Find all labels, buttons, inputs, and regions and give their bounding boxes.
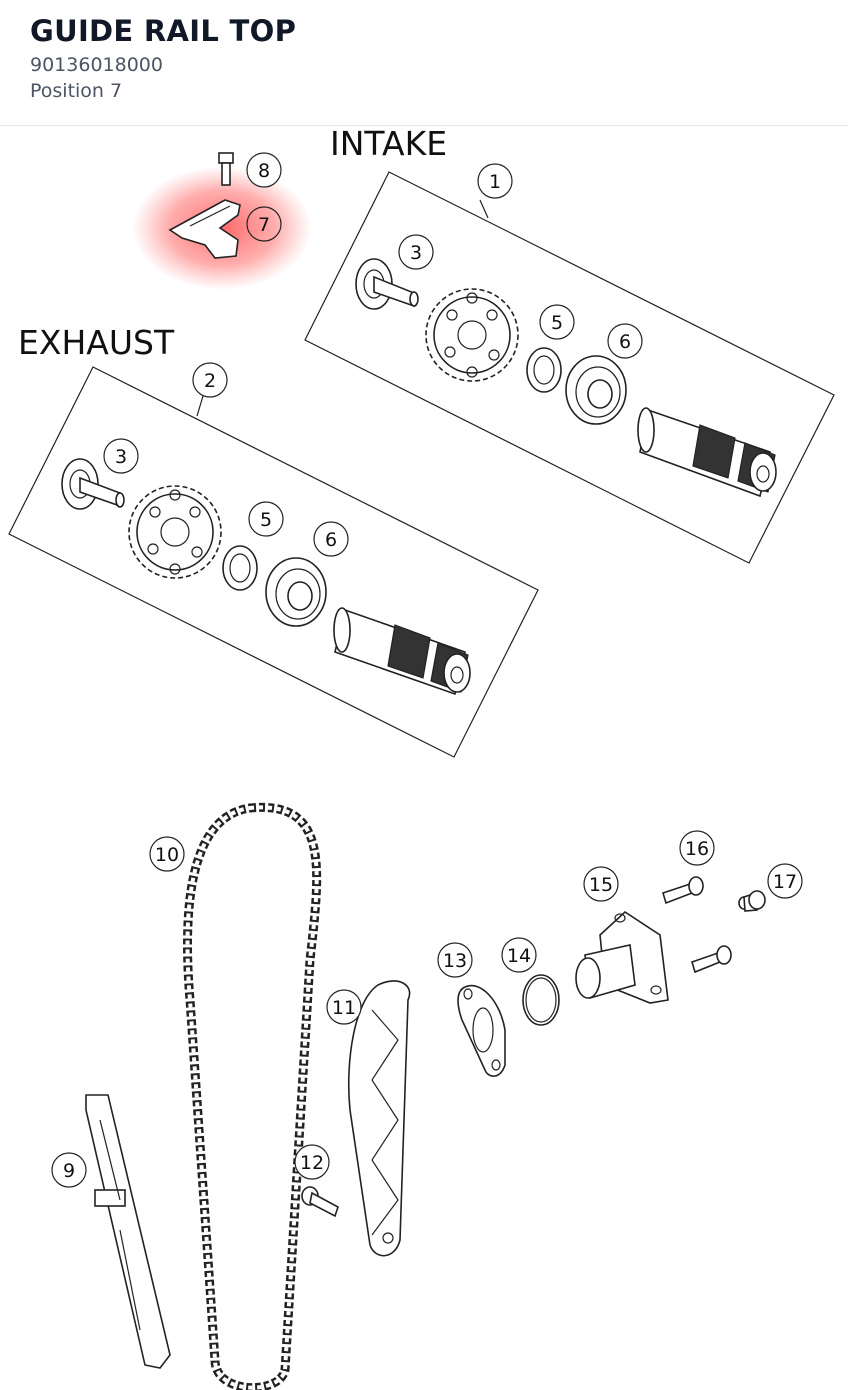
callout-5-intake[interactable]: 5 [539, 304, 575, 340]
part-11-tensioner-rail[interactable] [347, 980, 411, 1257]
part-12-bolt[interactable] [301, 1186, 339, 1218]
svg-text:10: 10 [155, 844, 179, 866]
callout-12[interactable]: 12 [294, 1144, 330, 1180]
part-14-o-ring[interactable] [522, 974, 560, 1026]
page-header: GUIDE RAIL TOP 90136018000 Position 7 [0, 0, 848, 126]
callout-3-intake[interactable]: 3 [398, 234, 434, 270]
highlight-glow [132, 166, 312, 290]
svg-text:11: 11 [332, 997, 356, 1019]
exhaust-seal [222, 545, 258, 591]
exhaust-camshaft [333, 607, 471, 696]
intake-camshaft [637, 407, 777, 498]
callout-1[interactable]: 1 [477, 163, 513, 199]
callout-9[interactable]: 9 [51, 1152, 87, 1188]
callout-leader [196, 395, 204, 417]
callout-16[interactable]: 16 [679, 830, 715, 866]
part-15-chain-tensioner[interactable] [575, 910, 669, 1004]
part-8-bolt[interactable] [218, 152, 234, 186]
callout-6-intake[interactable]: 6 [607, 323, 643, 359]
part-9-guide-rail[interactable] [85, 1094, 171, 1369]
svg-text:9: 9 [63, 1160, 75, 1182]
callout-11[interactable]: 11 [326, 989, 362, 1025]
part-number: 90136018000 [30, 54, 163, 76]
callout-2[interactable]: 2 [192, 362, 228, 398]
exhaust-frame [8, 366, 539, 758]
intake-bearing [565, 355, 627, 425]
intake-label: INTAKE [330, 124, 447, 163]
part-17-plug[interactable] [738, 890, 766, 912]
svg-text:5: 5 [260, 509, 272, 531]
exhaust-bearing [265, 557, 327, 627]
part-title: GUIDE RAIL TOP [30, 14, 297, 48]
intake-sprocket [425, 288, 519, 382]
callout-leader [479, 199, 489, 219]
svg-text:6: 6 [619, 331, 631, 353]
svg-text:15: 15 [589, 874, 613, 896]
svg-text:5: 5 [551, 312, 563, 334]
svg-text:3: 3 [115, 446, 127, 468]
svg-text:12: 12 [300, 1152, 324, 1174]
svg-text:13: 13 [443, 950, 467, 972]
exhaust-sprocket [128, 485, 222, 579]
svg-text:3: 3 [410, 242, 422, 264]
part-13-gasket[interactable] [457, 984, 506, 1077]
callout-13[interactable]: 13 [437, 942, 473, 978]
part-16-bolt[interactable] [662, 876, 704, 905]
callout-10[interactable]: 10 [149, 836, 185, 872]
svg-text:7: 7 [258, 214, 270, 236]
callout-5-exhaust[interactable]: 5 [248, 501, 284, 537]
part-10-timing-chain[interactable] [183, 802, 322, 1390]
svg-text:17: 17 [773, 871, 797, 893]
svg-text:2: 2 [204, 370, 216, 392]
svg-text:6: 6 [325, 529, 337, 551]
exhaust-pin [61, 458, 125, 510]
part-16-bolt[interactable] [691, 945, 732, 974]
position-label: Position 7 [30, 80, 123, 102]
svg-text:14: 14 [507, 945, 531, 967]
part-14-o-ring-inner [525, 977, 557, 1023]
svg-text:1: 1 [489, 171, 501, 193]
exhaust-label: EXHAUST [18, 323, 175, 362]
intake-frame [304, 171, 835, 564]
intake-seal [526, 347, 562, 393]
svg-text:8: 8 [258, 160, 270, 182]
callout-14[interactable]: 14 [501, 937, 537, 973]
svg-text:16: 16 [685, 838, 709, 860]
callout-7[interactable]: 7 [246, 206, 282, 242]
callout-8[interactable]: 8 [246, 152, 282, 188]
callout-15[interactable]: 15 [583, 866, 619, 902]
callout-3-exhaust[interactable]: 3 [103, 438, 139, 474]
callout-6-exhaust[interactable]: 6 [313, 521, 349, 557]
intake-pin [355, 258, 419, 310]
part-7-guide-rail[interactable] [168, 199, 241, 259]
callout-17[interactable]: 17 [767, 863, 803, 899]
